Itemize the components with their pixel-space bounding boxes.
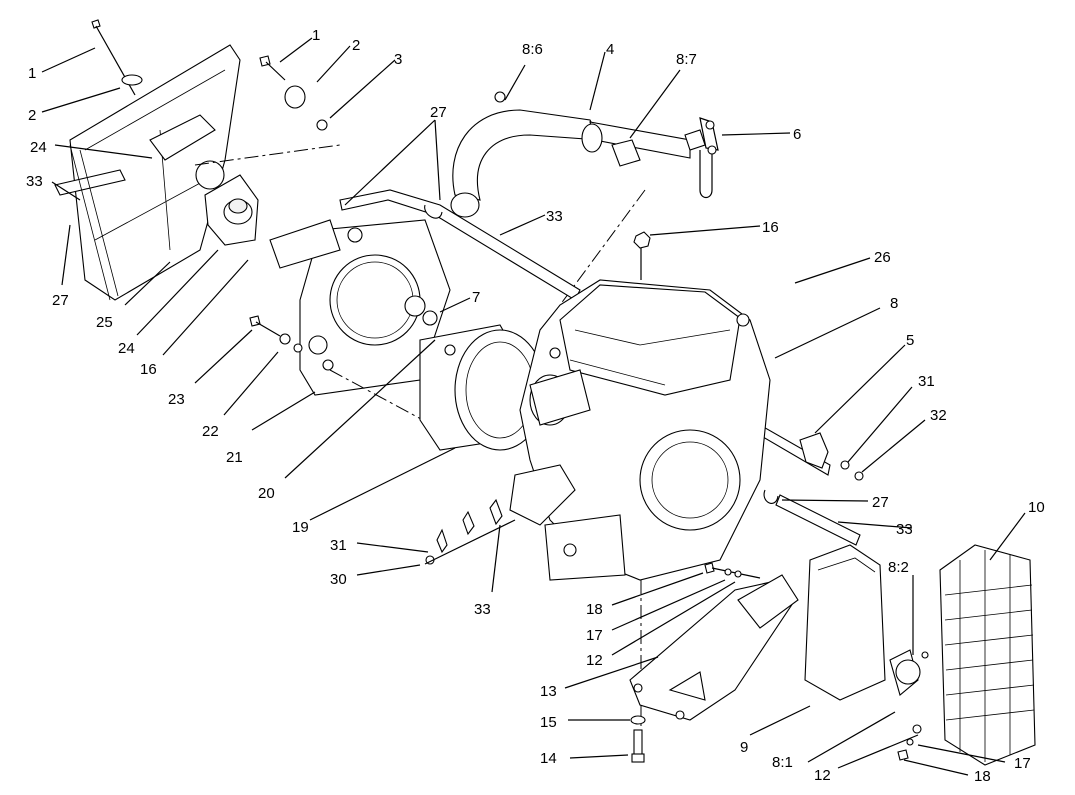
bolt-14 [631,729,645,763]
right-bracket-5 [799,432,829,469]
callout-12-bottom: 12 [814,767,831,784]
callout-24-mid: 24 [118,340,135,357]
callout-8-2: 8:2 [888,559,909,576]
muffler-guard [939,544,1036,766]
left-mounting-bracket [54,44,241,301]
callout-8-1: 8:1 [772,754,793,771]
callout-6: 6 [793,126,801,143]
callout-2-left: 2 [28,107,36,124]
leader-lines [41,37,1026,776]
callout-33-bottom: 33 [474,601,491,618]
callout-32: 32 [930,407,947,424]
left-isolator-mount [204,174,259,246]
callout-12-mid: 12 [586,652,603,669]
callout-1-top: 1 [312,27,320,44]
callout-1-left: 1 [28,65,36,82]
washer-31-right [840,460,850,470]
exhaust-clamp [699,117,719,199]
lower-hardware [424,498,516,565]
muffler-bracket [629,574,799,721]
callout-8-7: 8:7 [676,51,697,68]
callout-2-top: 2 [352,37,360,54]
callout-9: 9 [740,739,748,756]
callout-27-right: 27 [872,494,889,511]
washer-15 [630,715,646,725]
callout-23: 23 [168,391,185,408]
engine-block [509,279,771,581]
callout-8: 8 [890,295,898,312]
callout-22: 22 [202,423,219,440]
callout-8-6: 8:6 [522,41,543,58]
nut-32 [854,471,864,481]
top-nut [633,231,651,249]
callout-13: 13 [540,683,557,700]
callout-17-mid: 17 [586,627,603,644]
callout-15: 15 [540,714,557,731]
callout-25: 25 [96,314,113,331]
exhaust-nut [494,91,506,103]
muffler [804,544,929,701]
callout-27-left: 27 [52,292,69,309]
callout-5: 5 [906,332,914,349]
callout-20: 20 [258,485,275,502]
top-bolt-washer [259,55,328,131]
left-bolt [91,19,143,96]
plate-nut [422,310,438,326]
callout-18-mid: 18 [586,601,603,618]
callout-27-top: 27 [430,104,447,121]
callout-31-right: 31 [918,373,935,390]
callout-labels: 1 2 1 2 3 8:6 4 8:7 6 24 33 27 27 33 16 … [26,27,1045,785]
callout-16-mid: 16 [140,361,157,378]
callout-10: 10 [1028,499,1045,516]
callout-24-left: 24 [30,139,47,156]
plate-bolt [249,315,303,353]
callout-3: 3 [394,51,402,68]
callout-33-right: 33 [896,521,913,538]
callout-21: 21 [226,449,243,466]
callout-14: 14 [540,750,557,767]
bolt-18-17-12 [704,562,761,579]
callout-18-right: 18 [974,768,991,785]
callout-33-top: 33 [546,208,563,225]
callout-30: 30 [330,571,347,588]
exhaust-pipe [450,109,706,218]
callout-26: 26 [874,249,891,266]
callout-19: 19 [292,519,309,536]
callout-33-left: 33 [26,173,43,190]
callout-4: 4 [606,41,614,58]
callout-31-left: 31 [330,537,347,554]
guard-hardware [897,724,922,761]
callout-7: 7 [472,289,480,306]
callout-16-top: 16 [762,219,779,236]
engine-mounting-plate [269,219,451,396]
callout-17-right: 17 [1014,755,1031,772]
